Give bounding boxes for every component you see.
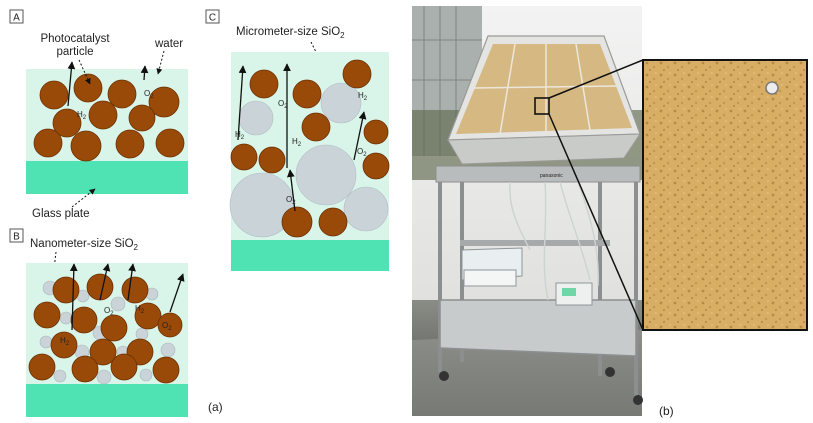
panel-c-tag: C xyxy=(209,13,216,24)
panel-c-glass-plate xyxy=(231,240,389,271)
zoom-inset-highlight xyxy=(766,82,778,94)
zoom-inset xyxy=(643,60,807,330)
reactor-photo: panasonic xyxy=(412,6,643,416)
zoom-inset-surface xyxy=(643,60,807,330)
panel-a-water-callout: water xyxy=(154,38,183,50)
panel-a-particle-callout-line1: Photocatalyst xyxy=(40,33,110,45)
panel-a-glass-plate xyxy=(26,161,188,194)
panel-a-particle-callout-line2: particle xyxy=(56,46,93,58)
caption-b: (b) xyxy=(659,404,674,418)
panel-b-title: Nanometer-size SiO2 xyxy=(30,238,139,252)
panel-a: A H2 O2 Photocatalyst particle water Gla… xyxy=(10,10,188,220)
panel-b-glass-plate xyxy=(26,384,188,417)
photo-mid-tray xyxy=(460,240,610,246)
caption-a: (a) xyxy=(208,400,223,414)
panel-b: B Nanometer-size SiO2 xyxy=(10,229,188,417)
photo-water-basin xyxy=(464,270,516,286)
photo-top-rail xyxy=(436,166,640,182)
panel-a-tag: A xyxy=(13,13,20,24)
panel-c: C Micrometer-size SiO2 H2 xyxy=(206,10,389,271)
panel-b-tag: B xyxy=(13,232,20,243)
panel-a-glass-callout: Glass plate xyxy=(32,208,90,220)
photo-detector-screen xyxy=(562,288,576,296)
photo-bottom-tray xyxy=(440,300,636,356)
panel-c-title: Micrometer-size SiO2 xyxy=(236,26,345,40)
photo-brand-label: panasonic xyxy=(540,173,563,179)
